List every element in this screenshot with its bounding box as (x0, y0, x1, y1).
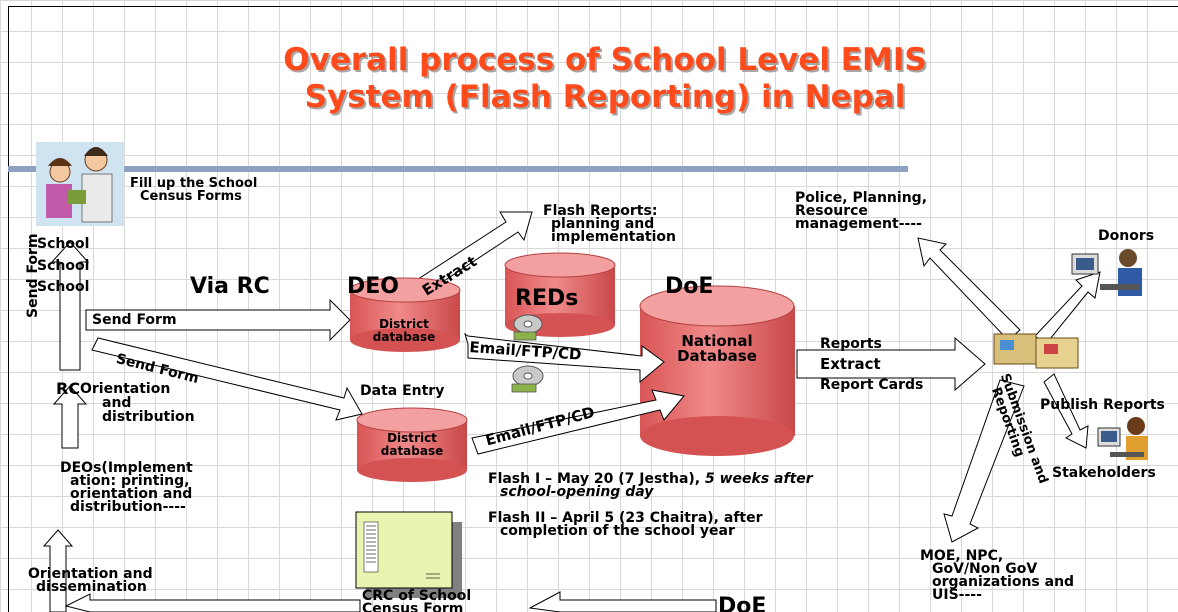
arrow-doe-to-crc (528, 591, 717, 612)
arrow-crc-to-dissemination (64, 593, 361, 612)
send-form-label-1: Send Form (92, 312, 177, 328)
orientation-distribution-label: Orientation and distribution (80, 381, 195, 425)
school-label-1: School (37, 236, 90, 252)
crc-census-form-label: CRC of School Census Form (362, 588, 472, 612)
flash-1-label: Flash I – May 20 (7 Jestha), 5 weeks aft… (488, 471, 813, 500)
book-icon (993, 333, 1079, 369)
data-entry-label: Data Entry (360, 383, 445, 399)
arrow-email-bottom (471, 389, 685, 455)
stakeholders-label: Stakeholders (1052, 465, 1156, 481)
deos-implementation-label: DEOs(Implement ation: printing, orientat… (60, 460, 193, 515)
cd-icon (511, 314, 544, 393)
donors-label: Donors (1098, 228, 1155, 244)
rc-label: RC (56, 379, 81, 398)
title-line-1: Overall process of School Level EMIS (283, 42, 927, 78)
school-label-2: School (37, 258, 90, 274)
national-db-cylinder (639, 285, 795, 456)
orientation-dissemination-label: Orientation and dissemination (28, 566, 153, 595)
title-line-2: System (Flash Reporting) in Nepal (304, 79, 906, 115)
deo-label: DEO (347, 274, 399, 299)
arrow-deos-to-rc (52, 385, 88, 449)
report-cards-label: Report Cards (820, 377, 924, 393)
document-icon (355, 511, 462, 598)
flash-reports-label: Flash Reports: planning and implementati… (543, 203, 676, 245)
arrow-rc-to-school (50, 241, 90, 371)
district-db-cylinder-1 (349, 277, 461, 352)
teachers-clipart-icon (36, 142, 124, 226)
flash-2-label: Flash II – April 5 (23 Chaitra), after c… (488, 510, 763, 539)
doe-bottom-label: DoE (718, 594, 767, 612)
arrow-reports (796, 336, 986, 392)
arrow-to-police (917, 237, 1021, 341)
reports-label: Reports (820, 336, 882, 352)
slide-frame (8, 6, 1178, 612)
arrow-to-donors (1034, 271, 1101, 345)
reds-label: REDs (515, 286, 579, 311)
arrow-submission (943, 379, 1025, 543)
arrow-send-form-diagonal (91, 337, 363, 421)
district-db-label-2: District database (380, 431, 444, 458)
district-db-cylinder-2 (356, 407, 468, 482)
police-planning-label: Police, Planning, Resource management---… (795, 190, 928, 232)
phone-user-icon (1097, 417, 1148, 460)
computer-user-icon (1071, 249, 1142, 296)
arrow-dissemination-to-deos (42, 529, 74, 612)
extract-label-2: Extract (820, 355, 881, 373)
arrow-send-form-top (85, 298, 351, 342)
national-db-label: National Database (677, 332, 757, 365)
arrow-email-top (464, 332, 665, 384)
slide-title: Overall process of School Level EMIS Sys… (110, 42, 1100, 116)
publish-reports-label: Publish Reports (1040, 397, 1165, 413)
district-db-label-1: District database (372, 317, 436, 344)
send-form-vertical-label: Send Form (25, 233, 41, 318)
fill-up-forms-label: Fill up the School Census Forms (130, 176, 258, 204)
doe-top-label: DoE (665, 274, 714, 299)
school-label-3: School (37, 279, 90, 295)
title-accent-bar (8, 166, 908, 172)
via-rc-label: Via RC (190, 274, 270, 299)
moe-npc-label: MOE, NPC, GoV/Non GoV organizations and … (920, 548, 1075, 603)
arrow-to-stakeholders (1043, 373, 1089, 449)
